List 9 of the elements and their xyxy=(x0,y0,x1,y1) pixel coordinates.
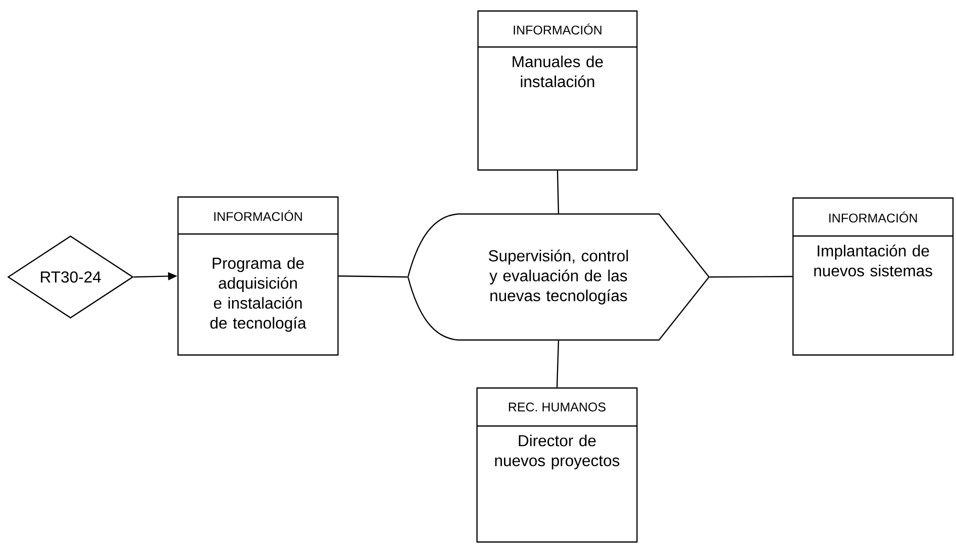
connector-line xyxy=(556,170,560,214)
card-box: INFORMACIÓN Implantación de nuevos sistemas xyxy=(792,197,954,356)
card-box: INFORMACIÓN Programa de adquisición e instalación de tecnología xyxy=(177,196,339,356)
card-box: INFORMACIÓN Manuales de instalación xyxy=(477,10,638,171)
connector-line xyxy=(338,275,408,278)
card-box: REC. HUMANOS Director de nuevos proyectos xyxy=(476,387,638,543)
connector-line xyxy=(556,340,560,388)
connector-line xyxy=(710,276,792,278)
process-shape: Supervisión, control y evaluación de las nuevas tecnologías xyxy=(407,213,710,341)
